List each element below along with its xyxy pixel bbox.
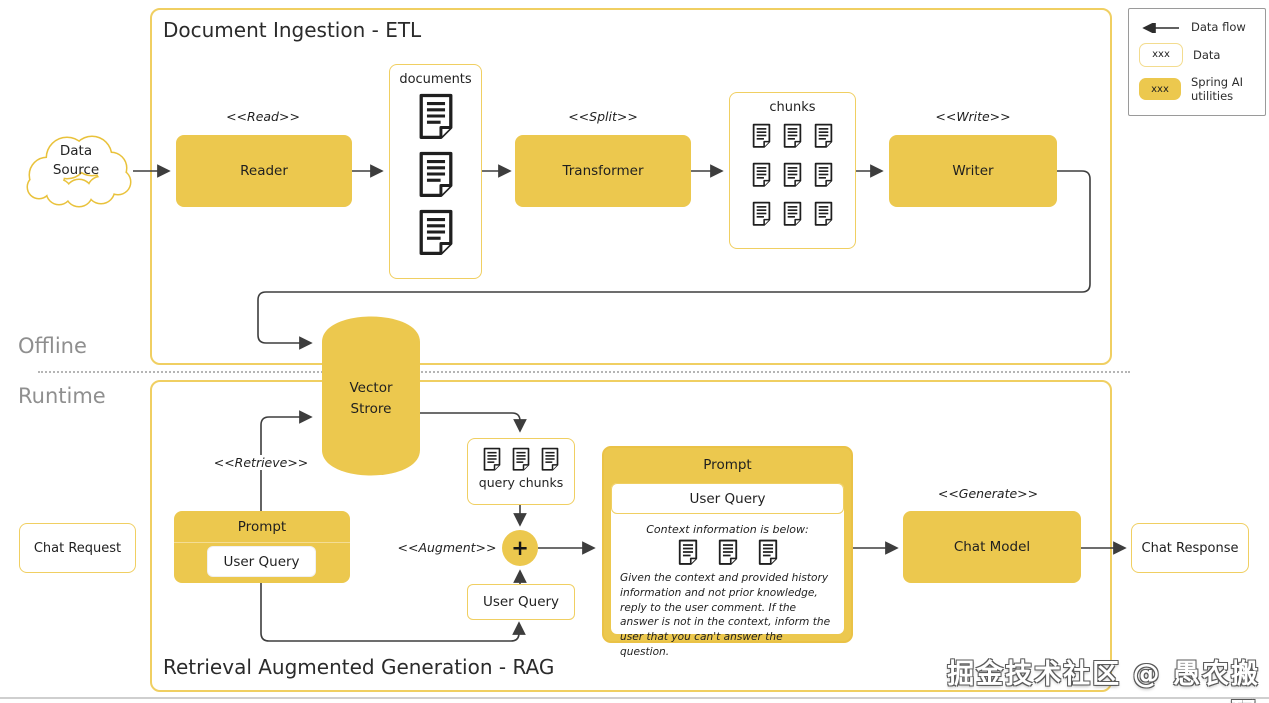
user-query-box: User Query (467, 584, 575, 620)
write-stereotype: <<Write>> (913, 109, 1033, 124)
prompt-box: Prompt User Query (174, 511, 350, 583)
chunk-document-icon (813, 162, 834, 187)
prompt-instruction-text: Given the context and provided history i… (620, 572, 831, 659)
rag-title: Retrieval Augmented Generation - RAG (163, 655, 555, 679)
legend-row-spring: xxx Spring AI utilities (1139, 75, 1255, 104)
chunk-document-icon (511, 447, 531, 471)
read-stereotype: <<Read>> (203, 109, 323, 124)
prompt-box-title: Prompt (237, 519, 287, 535)
chunks-box: chunks (729, 92, 856, 249)
chunk-document-icon (540, 447, 560, 471)
legend-spring-label: Spring AI utilities (1191, 74, 1244, 104)
vector-store-cylinder (322, 316, 420, 476)
prompt-divider (174, 542, 350, 543)
data-source-label: Data Source (52, 143, 100, 178)
query-chunks-box: query chunks (467, 438, 575, 505)
watermark: 掘金技术社区 @ 愚农搬码 (947, 659, 1260, 703)
reader-box: Reader (176, 135, 352, 207)
document-icon (416, 209, 456, 255)
chunk-document-icon (751, 123, 772, 148)
legend-row-dataflow: Data flow (1139, 20, 1255, 34)
chunk-document-icon (782, 123, 803, 148)
chunk-document-icon (482, 447, 502, 471)
data-source-cloud (26, 135, 132, 208)
query-chunks-icons (482, 447, 560, 471)
augment-stereotype: <<Augment>> (386, 540, 508, 555)
big-prompt-panel: User Query Context information is below:… (611, 483, 844, 658)
arrow-writer-vectorstore (257, 170, 1091, 350)
documents-box: documents (389, 64, 482, 279)
chunk-document-icon (813, 201, 834, 226)
legend-row-data: xxx Data (1139, 42, 1255, 67)
data-flow-arrow-icon (1142, 22, 1179, 33)
chunk-document-icon (813, 123, 834, 148)
context-caption: Context information is below: (646, 523, 809, 536)
runtime-label: Runtime (18, 384, 106, 408)
chunk-document-icon (782, 162, 803, 187)
big-prompt-title: Prompt (703, 457, 752, 473)
chunk-document-icon (751, 162, 772, 187)
writer-box: Writer (889, 135, 1057, 207)
documents-label: documents (399, 72, 472, 87)
retrieve-stereotype: <<Retrieve>> (200, 455, 322, 470)
arrow-prompt-vectorstore-retrieve (260, 410, 313, 511)
legend-data-label: Data (1193, 47, 1221, 62)
chunks-grid (751, 123, 834, 226)
legend-spring-chip: xxx (1139, 78, 1181, 101)
chat-model-box: Chat Model (903, 511, 1081, 583)
big-prompt-box: Prompt User Query Context information is… (602, 446, 853, 658)
arrow-vectorstore-querychunks (420, 412, 527, 433)
chat-response-box: Chat Response (1131, 523, 1249, 573)
document-icon (416, 93, 456, 139)
big-prompt-user-query: User Query (611, 483, 844, 514)
split-stereotype: <<Split>> (543, 109, 663, 124)
offline-runtime-separator (38, 371, 1130, 373)
offline-label: Offline (18, 334, 87, 358)
vector-store-label: Vector Strore (349, 380, 393, 417)
chunk-document-icon (717, 539, 739, 565)
legend-data-chip: xxx (1139, 42, 1183, 67)
generate-stereotype: <<Generate>> (927, 486, 1049, 501)
chunk-document-icon (751, 201, 772, 226)
chunks-label: chunks (769, 100, 816, 115)
chunk-document-icon (677, 539, 699, 565)
rag-container (150, 380, 1112, 692)
document-icon (416, 151, 456, 197)
chunk-document-icon (757, 539, 779, 565)
bottom-divider (0, 697, 1269, 699)
chunk-document-icon (782, 201, 803, 226)
chat-request-box: Chat Request (19, 523, 136, 573)
legend-dataflow-label: Data flow (1191, 20, 1246, 35)
legend: Data flow xxx Data xxx Spring AI utiliti… (1128, 8, 1266, 116)
arrow-prompt-userquery-loop (260, 583, 526, 642)
etl-container (150, 8, 1112, 365)
context-doc-icons (611, 539, 844, 565)
transformer-box: Transformer (515, 135, 691, 207)
query-chunks-label: query chunks (478, 475, 564, 490)
prompt-user-query: User Query (208, 547, 315, 576)
etl-title: Document Ingestion - ETL (163, 18, 422, 42)
augment-plus-icon: + (502, 530, 538, 566)
